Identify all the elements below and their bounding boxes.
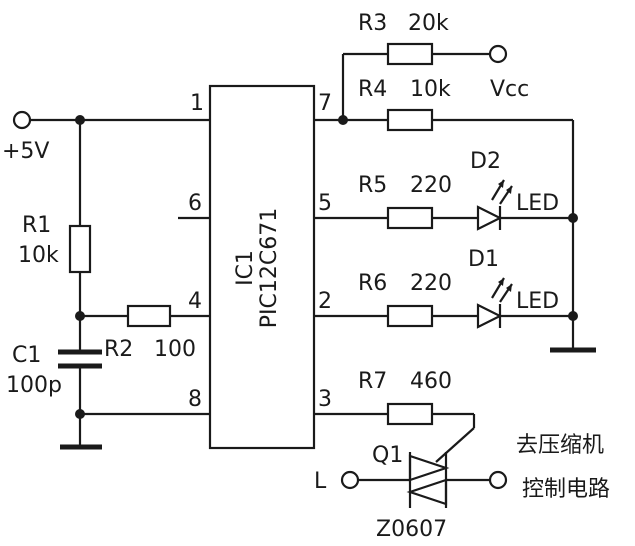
r7-value: 460	[410, 369, 452, 394]
d2-led-triangle	[476, 205, 503, 231]
r1-resistor	[68, 224, 92, 274]
c1-ref: C1	[12, 343, 41, 368]
ic1-name: IC1	[233, 250, 258, 286]
d1-led-triangle	[476, 303, 503, 329]
supply-label: +5V	[2, 139, 49, 164]
d1-type: LED	[516, 289, 559, 314]
pin-7-label: 7	[318, 91, 332, 116]
q1-ref: Q1	[372, 443, 403, 468]
r4-value: 10k	[410, 77, 451, 102]
wire-gate	[435, 427, 475, 463]
r2-value: 100	[154, 337, 196, 362]
vcc-label: Vcc	[490, 77, 529, 102]
r4-ref: R4	[358, 77, 387, 102]
r6-resistor	[386, 304, 434, 328]
d1-ref: D1	[468, 247, 499, 272]
pin-1-label: 1	[190, 91, 204, 116]
d1-arrow-head	[506, 284, 512, 292]
r3-resistor	[386, 42, 434, 66]
pin-5-label: 5	[318, 191, 332, 216]
output-terminal	[488, 470, 508, 490]
line-label: L	[314, 469, 327, 494]
line-terminal	[340, 470, 360, 490]
output-label-line1: 去压缩机	[516, 433, 604, 458]
c1-value: 100p	[6, 373, 62, 398]
triac-upper-triangle	[408, 454, 450, 482]
supply-terminal	[12, 110, 32, 130]
ic1-part: PIC12C671	[257, 208, 282, 328]
d1-arrow-head	[498, 278, 504, 286]
d2-type: LED	[516, 191, 559, 216]
r5-value: 220	[410, 173, 452, 198]
r1-value: 10k	[18, 243, 59, 268]
r1-ref: R1	[22, 213, 51, 238]
pin-6-label: 6	[188, 191, 202, 216]
output-label-line2: 控制电路	[522, 477, 610, 502]
pin-8-label: 8	[188, 387, 202, 412]
r5-ref: R5	[358, 173, 387, 198]
triac-lower-triangle	[406, 478, 448, 506]
r6-ref: R6	[358, 271, 387, 296]
vcc-terminal	[488, 44, 508, 64]
ic1-body	[208, 84, 316, 450]
r2-ref: R2	[104, 337, 133, 362]
pin-3-label: 3	[318, 387, 332, 412]
pin-4-label: 4	[188, 289, 202, 314]
d2-ref: D2	[470, 149, 501, 174]
d2-arrow-head	[506, 186, 512, 194]
r3-ref: R3	[358, 11, 387, 36]
q1-part: Z0607	[376, 517, 447, 542]
r7-ref: R7	[358, 369, 387, 394]
r3-value: 20k	[408, 11, 449, 36]
r5-resistor	[386, 206, 434, 230]
r6-value: 220	[410, 271, 452, 296]
r2-resistor	[126, 304, 172, 328]
r4-resistor	[386, 108, 434, 132]
pin-2-label: 2	[318, 289, 332, 314]
d2-arrow-head	[498, 180, 504, 188]
r7-resistor	[386, 402, 434, 426]
